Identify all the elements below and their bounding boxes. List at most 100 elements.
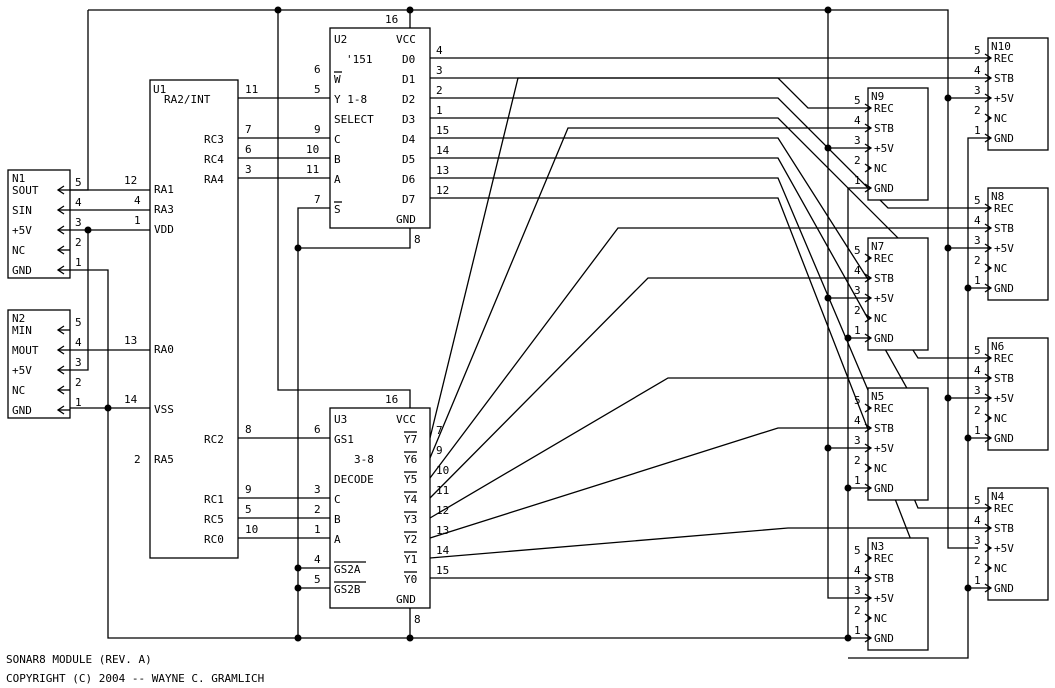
junction-dot	[824, 6, 832, 14]
connector-body	[987, 487, 1049, 601]
u3-pin-y0-num: 15	[436, 564, 449, 577]
n2-ref: N2	[12, 312, 25, 325]
sensor-pin-num: 1	[854, 174, 861, 187]
connector-ref: N5	[871, 390, 884, 403]
u3-gs1: GS1	[334, 433, 354, 446]
u1-pin-vdd-label: VDD	[154, 223, 174, 236]
n2-pin-num: 2	[75, 376, 82, 389]
u1-pin-vss-label: VSS	[154, 403, 174, 416]
u3-c: C	[334, 493, 341, 506]
junction-dot	[294, 244, 302, 252]
u2-desc2: SELECT	[334, 113, 374, 126]
sensor-pin-p5v: +5V	[874, 142, 894, 155]
u2-w: W	[334, 73, 341, 86]
sensor-pin-gnd: GND	[874, 182, 894, 195]
u1-pin-ra2int-label: RA2/INT	[164, 93, 211, 106]
sensor-pin-nc: NC	[874, 162, 887, 175]
u3-gs2a-num: 4	[314, 553, 321, 566]
u1-pin-ra3-num: 4	[134, 194, 141, 207]
sensor-pin-rec: REC	[994, 502, 1014, 515]
u3-pin-y2-label: Y2	[404, 533, 417, 546]
u3-pin-y5-label: Y5	[404, 473, 417, 486]
u1-pin-ra4-num: 3	[245, 163, 252, 176]
u1-pin-ra1-num: 12	[124, 174, 137, 187]
u3-pin-y0-label: Y0	[404, 573, 417, 586]
u3-pin-y3-label: Y3	[404, 513, 417, 526]
u3-pin-y5-num: 10	[436, 464, 449, 477]
sensor-pin-num: 2	[974, 254, 981, 267]
sensor-pin-stb: STB	[874, 272, 894, 285]
u1-pin-ra2int-num: 11	[245, 83, 258, 96]
sensor-pin-stb: STB	[874, 422, 894, 435]
sensor-pin-rec: REC	[874, 102, 894, 115]
sensor-pin-p5v: +5V	[994, 542, 1014, 555]
sensor-pin-gnd: GND	[874, 332, 894, 345]
junction-dot	[406, 6, 414, 14]
sensor-pin-num: 2	[854, 604, 861, 617]
n1-pin-sin-label: SIN	[12, 204, 32, 217]
u3-vcc: VCC	[396, 413, 416, 426]
sensor-pin-stb: STB	[994, 372, 1014, 385]
u1-pin-rc4-num: 6	[245, 143, 252, 156]
n1-ref: N1	[12, 172, 25, 185]
strobe-lines	[429, 77, 988, 579]
u1-pin-rc5-num: 5	[245, 503, 252, 516]
sensor-pin-stb: STB	[874, 572, 894, 585]
sensor-pin-rec: REC	[874, 552, 894, 565]
junction-dot	[824, 294, 832, 302]
sensor-pin-num: 3	[974, 384, 981, 397]
u2-gnd: GND	[396, 213, 416, 226]
sensor-pin-num: 5	[854, 244, 861, 257]
connector-ref: N6	[991, 340, 1004, 353]
junction-dot	[824, 444, 832, 452]
sensor-pin-num: 4	[854, 264, 861, 277]
junction-dot	[844, 334, 852, 342]
n2-pin-p5v-label: +5V	[12, 364, 32, 377]
logic-signals	[62, 97, 330, 539]
connector-ref: N9	[871, 90, 884, 103]
sensor-pin-num: 3	[974, 84, 981, 97]
sensor-pin-stb: STB	[874, 122, 894, 135]
n2-pin-num: 3	[75, 356, 82, 369]
connector-body	[867, 237, 929, 351]
n1-pin-gnd-label: GND	[12, 264, 32, 277]
u1-microcontroller: U1 RA2/INT 11 RC3 7 RC4 6 RA4 3 RA1 12 R…	[124, 79, 258, 559]
n1-pin-p5v-label: +5V	[12, 224, 32, 237]
connector-ref: N7	[871, 240, 884, 253]
u1-pin-rc0-num: 10	[245, 523, 258, 536]
power-nets	[62, 9, 988, 599]
junction-dot	[84, 226, 92, 234]
junction-dot	[824, 144, 832, 152]
sensor-pin-num: 5	[854, 394, 861, 407]
n1-pin-num: 4	[75, 196, 82, 209]
u3-pin-y1-label: Y1	[404, 553, 417, 566]
connector-ref: N10	[991, 40, 1011, 53]
u2-pin-d4-label: D4	[402, 133, 416, 146]
title-line: SONAR8 MODULE (REV. A)	[6, 653, 152, 666]
u3-gs2b-num: 5	[314, 573, 321, 586]
u2-s-num: 7	[314, 193, 321, 206]
u1-pin-rc0-label: RC0	[204, 533, 224, 546]
sensor-pin-num: 2	[854, 454, 861, 467]
sensor-pin-num: 3	[974, 534, 981, 547]
u3-b: B	[334, 513, 341, 526]
sensor-pin-num: 4	[854, 414, 861, 427]
junction-dot	[964, 434, 972, 442]
u3-vcc-num: 16	[385, 393, 398, 406]
n2-pin-min-label: MIN	[12, 324, 32, 337]
sensor-pin-num: 1	[974, 274, 981, 287]
sensor-pin-p5v: +5V	[874, 592, 894, 605]
u3-pin-y4-num: 11	[436, 484, 449, 497]
sensor-pin-num: 1	[854, 474, 861, 487]
junction-dot	[104, 404, 112, 412]
sensor-pin-gnd: GND	[994, 582, 1014, 595]
u1-pin-rc4-label: RC4	[204, 153, 224, 166]
connector-ref: N8	[991, 190, 1004, 203]
n2-pin-nc-label: NC	[12, 384, 25, 397]
u2-a-num: 11	[306, 163, 319, 176]
